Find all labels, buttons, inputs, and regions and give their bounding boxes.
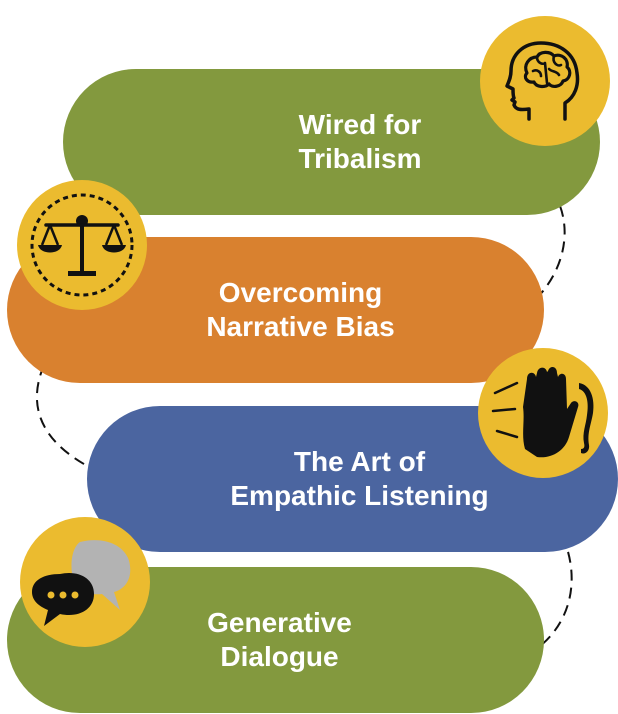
step-1-label: Wired for Tribalism — [299, 108, 422, 176]
step-4-line-2: Dialogue — [220, 641, 339, 672]
step-3-line-1: The Art of — [293, 446, 426, 477]
step-4-label: Generative Dialogue — [207, 606, 352, 674]
step-3-label: The Art of Empathic Listening — [230, 445, 488, 513]
step-1-badge — [480, 16, 610, 146]
step-2-badge — [17, 180, 147, 310]
brain-head-icon — [505, 41, 580, 121]
step-4-line-1: Generative — [207, 607, 352, 638]
step-1-line-2: Tribalism — [298, 143, 422, 174]
speech-bubbles-icon — [32, 540, 131, 626]
hand-ear-icon — [491, 367, 594, 458]
step-2-label: Overcoming Narrative Bias — [206, 276, 394, 344]
step-2-line-2: Narrative Bias — [206, 311, 395, 342]
step-2-line-1: Overcoming — [218, 277, 383, 308]
step-3-line-2: Empathic Listening — [230, 480, 489, 511]
step-3-badge — [478, 348, 608, 478]
step-4-badge — [20, 517, 150, 647]
step-2-pill: Overcoming Narrative Bias — [7, 237, 544, 383]
step-1-line-1: Wired for — [298, 109, 422, 140]
balance-scale-icon — [30, 193, 134, 297]
